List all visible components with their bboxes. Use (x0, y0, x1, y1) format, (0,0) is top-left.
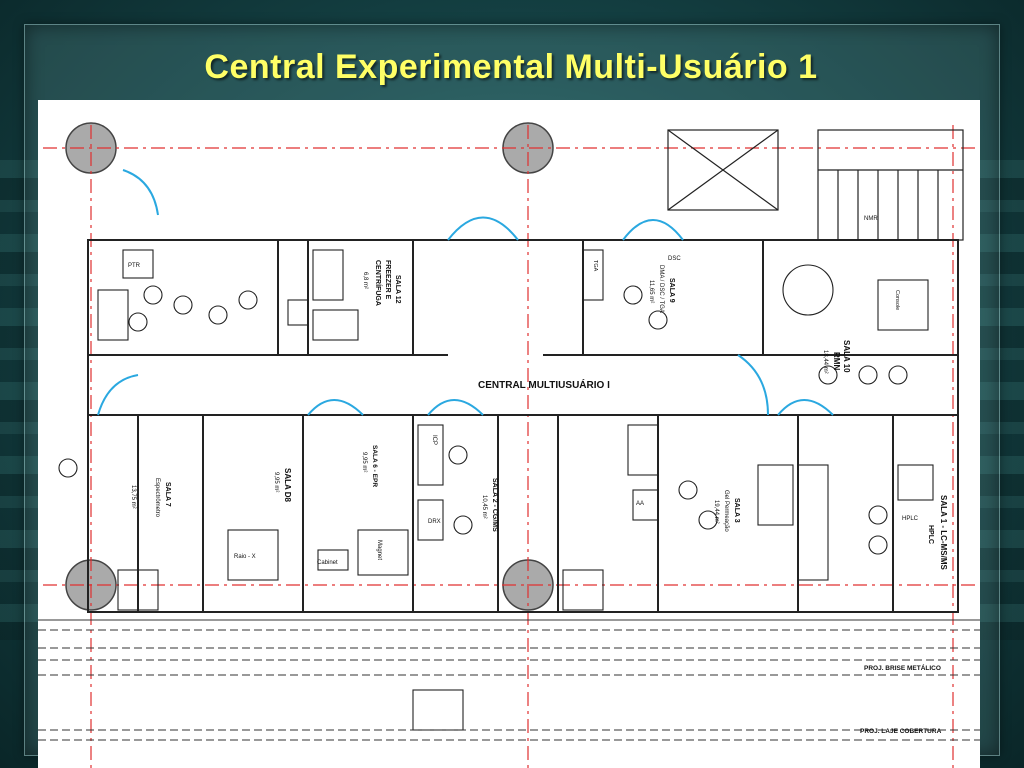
room-label: SALA 3 (733, 498, 740, 523)
room-area: 18,44 m² (822, 350, 828, 374)
equipment-label: TGA (592, 260, 598, 272)
equipment-symbols (58, 249, 934, 731)
room-label: SALA 12 (394, 275, 401, 304)
room-area: 19,44 m² (713, 500, 719, 524)
equipment-label: DSC (668, 256, 681, 262)
floor-plan-drawing: CENTRAL MULTIUSUÁRIO I PROJ. BRISE METÁL… (38, 122, 980, 768)
room-label: SALA D8 (283, 468, 292, 502)
room-label: SALA 1 - LC-MS/MS (939, 495, 948, 570)
equipment-label: Cabinet (317, 560, 338, 566)
slide-title: Central Experimental Multi-Usuário 1 (204, 48, 818, 86)
equipment-label: Console (894, 290, 900, 310)
equipment-label: HPLC (902, 516, 919, 522)
equipment-label: AA (636, 501, 644, 507)
axis-lines (43, 125, 980, 768)
doors (97, 169, 834, 416)
room-label: RMN (832, 352, 841, 370)
equipment-label: NMR (864, 216, 878, 222)
room-area: 11,65 m² (648, 280, 654, 303)
room-area: 9,95 m² (361, 452, 367, 472)
profile-lines (38, 619, 980, 741)
equipment-label: PTR (128, 263, 141, 269)
equipment-label: DRX (428, 519, 441, 525)
room-area: 6,8 m² (362, 272, 368, 289)
profile-metal-label: PROJ. BRISE METÁLICO (864, 663, 941, 672)
equipment-label: Raio - X (234, 554, 256, 560)
central-label: CENTRAL MULTIUSUÁRIO I (478, 378, 610, 391)
profile-roof-label: PROJ. LAJE COBERTURA (860, 728, 942, 735)
room-area: 13,75 m² (130, 485, 136, 509)
room-label: Espectrômetro (154, 478, 160, 518)
room-area: 10,45 m² (481, 495, 487, 519)
room-label: HPLC (927, 525, 934, 544)
room-label: CENTRÍFUGA (374, 260, 383, 306)
floor-plan: CENTRAL MULTIUSUÁRIO I PROJ. BRISE METÁL… (38, 100, 980, 768)
room-label: SALA 10 (842, 340, 851, 373)
room-label: SALA 7 (164, 482, 171, 507)
room-label: Gel Permeação (723, 490, 729, 532)
room-label: SALA 9 (668, 278, 675, 303)
equipment-label: Magnet (376, 540, 382, 560)
room-area: 9,95 m² (273, 472, 279, 492)
room-label: DMA / DSC / TGA (658, 265, 664, 313)
stairs (667, 129, 964, 241)
room-label: SALA 6 - EPR (371, 445, 378, 487)
room-label: FREEZER E (384, 260, 391, 300)
equipment-label: ICP (431, 435, 437, 445)
room-label: SALA 2 - CG/MS (491, 478, 498, 532)
